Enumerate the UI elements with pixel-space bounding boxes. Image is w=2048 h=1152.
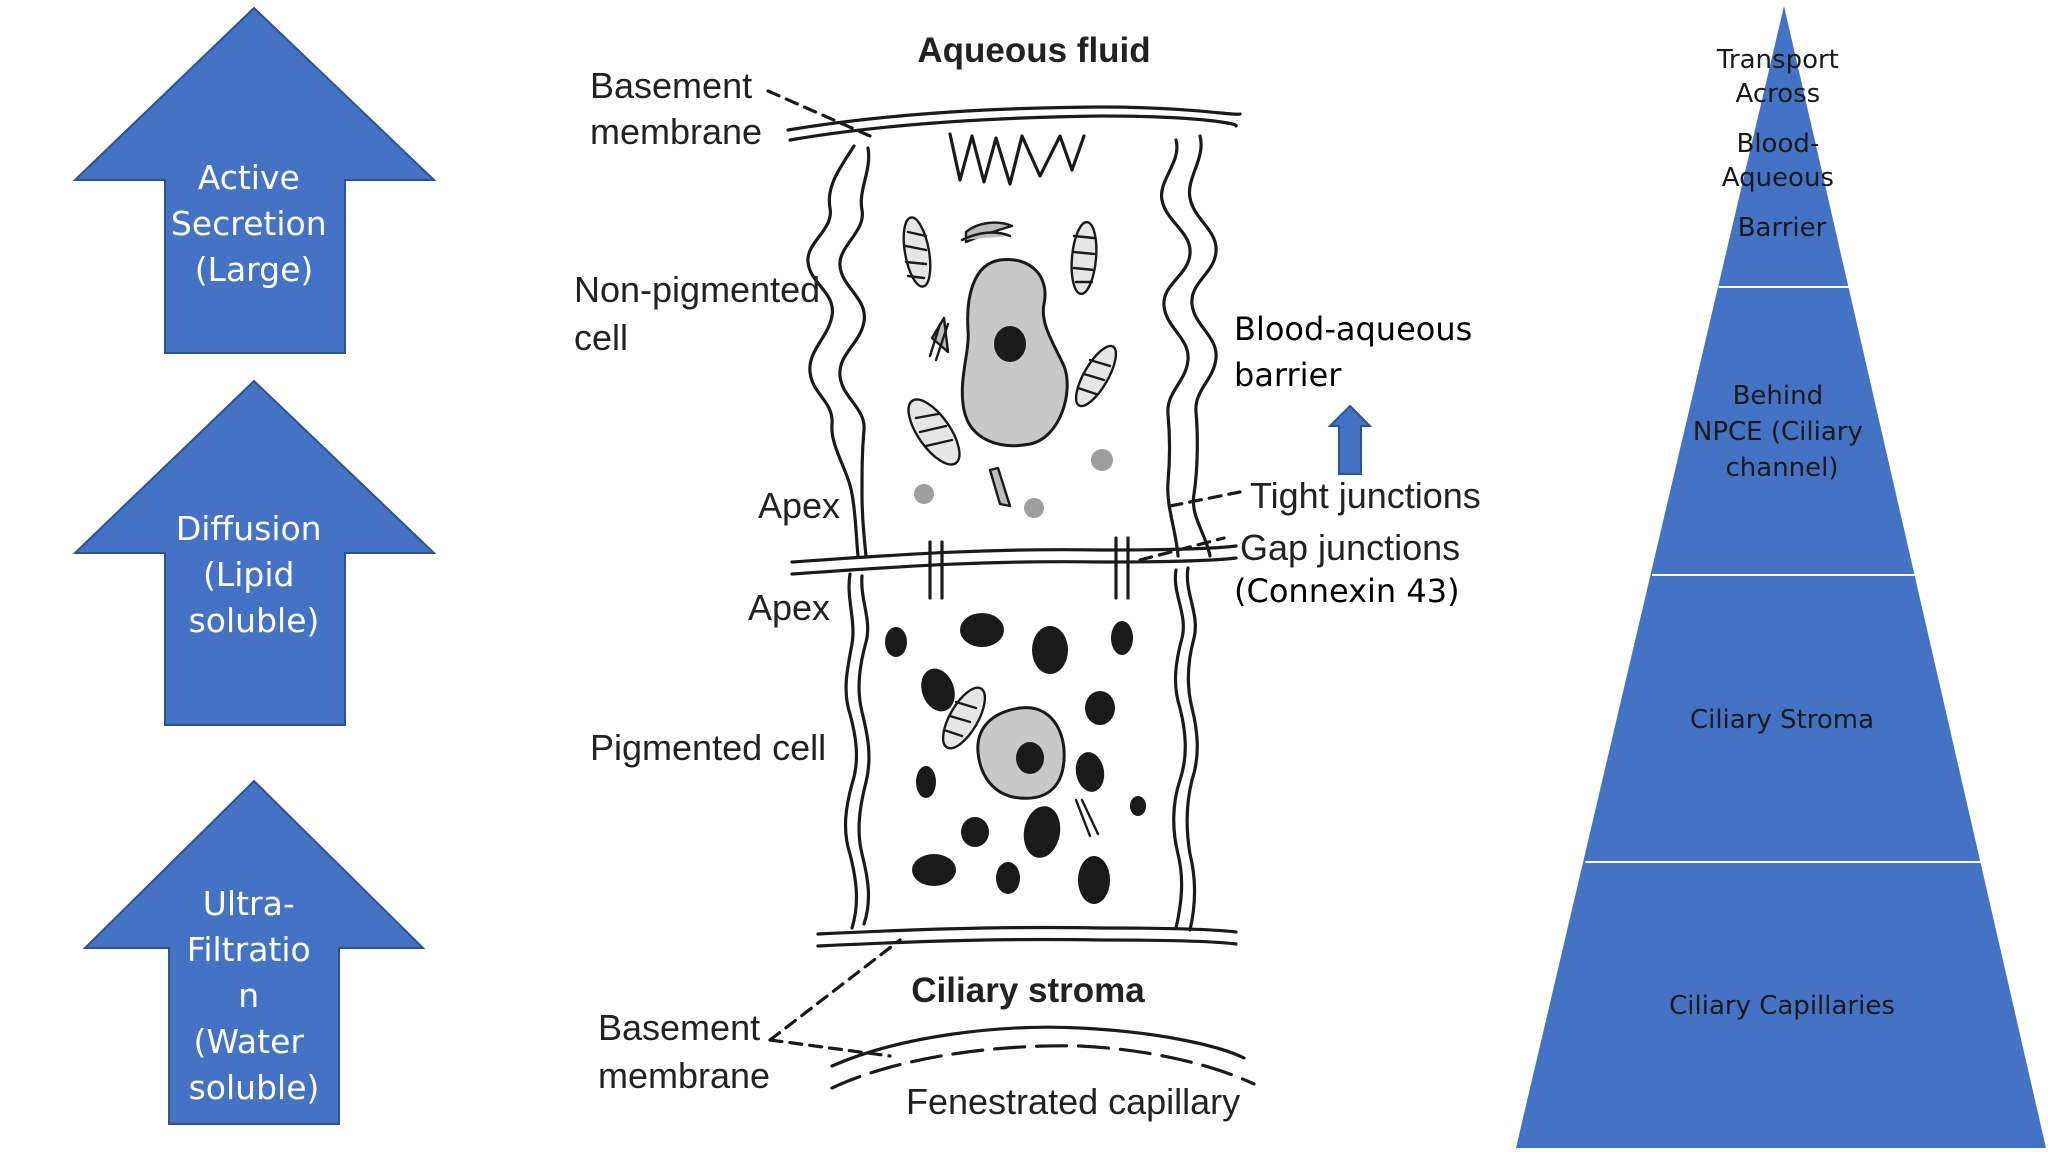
label-line: barrier — [1234, 356, 1342, 394]
ciliary-stroma-label: Ciliary stroma — [911, 971, 1145, 1010]
junction-markers — [928, 536, 1130, 600]
tight-junctions-label: Tight junctions — [1250, 475, 1481, 516]
label-line: membrane — [598, 1055, 770, 1096]
arrow-label-line: Diffusion — [176, 509, 322, 548]
tier-line: Aqueous — [1722, 163, 1834, 193]
non-pigmented-cell-outline — [806, 144, 860, 558]
arrow-up-icon — [72, 379, 437, 726]
arrow-label-line: soluble) — [189, 601, 320, 640]
arrow-label-line: Ultra- — [203, 884, 295, 923]
pigmented-cell-outline — [843, 572, 859, 930]
gap-junctions-label: Gap junctions — [1240, 527, 1460, 568]
bottom-basement-membrane — [816, 937, 1238, 948]
arrow-diffusion: Diffusion (Lipid soluble) — [72, 379, 437, 726]
aqueous-fluid-label: Aqueous fluid — [917, 31, 1150, 70]
arrow-label-line: Filtratio — [187, 930, 311, 969]
label-line: Blood-aqueous — [1234, 310, 1472, 348]
tier-line: channel) — [1725, 453, 1838, 483]
blood-aqueous-barrier-label: Blood-aqueous barrier — [1234, 310, 1482, 394]
basement-membrane-bottom-label: Basement membrane — [598, 1007, 770, 1096]
apex-lower-label: Apex — [748, 587, 830, 628]
arrow-label-line: Active — [198, 158, 300, 197]
leader-line — [766, 89, 872, 138]
capillary-wall-fenestrated — [830, 1044, 1256, 1090]
arrow-label-line: soluble) — [189, 1068, 320, 1107]
non-pigmented-cell-right — [1160, 138, 1192, 558]
arrow-up-icon — [82, 779, 426, 1125]
apex-upper-label: Apex — [758, 485, 840, 526]
transport-pyramid: Transport Across Blood- Aqueous Barrier … — [1516, 6, 2046, 1148]
pyramid-tier-1: Transport Across Blood- Aqueous Barrier — [1716, 45, 1847, 243]
ciliary-epithelium-diagram: Aqueous fluid Basement membrane Non-pigm… — [574, 31, 1481, 1122]
left-arrows: Active Secretion (Large) Diffusion (Lipi… — [72, 6, 437, 1125]
tier-line: Barrier — [1738, 213, 1827, 243]
melanin-granules — [885, 613, 1146, 904]
fenestrated-capillary-label: Fenestrated capillary — [906, 1081, 1240, 1122]
pyramid-dividers — [1585, 286, 1983, 863]
label-line: cell — [574, 317, 628, 358]
apex-boundary — [790, 544, 1238, 564]
pigmented-cell-right — [1185, 566, 1199, 932]
microvilli — [948, 132, 1086, 186]
tier-line: Across — [1735, 79, 1820, 109]
nucleus-upper — [960, 258, 1069, 448]
golgi — [928, 221, 1100, 838]
vesicles — [914, 449, 1113, 518]
pyramid-tier-4: Ciliary Capillaries — [1669, 991, 1895, 1021]
top-basement-membrane — [788, 114, 1238, 142]
label-line: membrane — [590, 111, 762, 152]
tier-line: Transport — [1716, 45, 1839, 75]
leader-line — [1168, 490, 1242, 508]
arrow-label: Diffusion (Lipid soluble) — [176, 509, 332, 640]
non-pigmented-cell-right — [1187, 134, 1218, 558]
arrow-up-icon — [1327, 404, 1373, 475]
non-pigmented-cell-label: Non-pigmented cell — [574, 269, 830, 358]
label-line: Basement — [590, 65, 752, 106]
arrow-label-line: n — [238, 976, 259, 1015]
bottom-basement-membrane — [816, 925, 1238, 936]
arrow-label-line: (Water — [194, 1022, 305, 1061]
pyramid-tier-2: Behind NPCE (Ciliary channel) — [1693, 381, 1871, 483]
leader-line — [768, 938, 902, 1042]
leader-line — [1138, 536, 1226, 562]
pyramid-tier-3: Ciliary Stroma — [1690, 705, 1874, 735]
arrow-label-line: (Large) — [195, 250, 314, 289]
nucleus-lower — [976, 706, 1066, 800]
basement-membrane-top-label: Basement membrane — [590, 65, 762, 152]
tier-line: Behind — [1733, 381, 1824, 411]
arrow-label-line: (Lipid — [203, 555, 295, 594]
annotation-overlay: (Connexin 43) Blood-aqueous barrier — [1234, 310, 1482, 610]
label-line: Basement — [598, 1007, 760, 1048]
arrow-label: Ultra- Filtratio n (Water soluble) — [187, 884, 321, 1107]
pigmented-cell-outline — [857, 574, 871, 926]
pigmented-cell-label: Pigmented cell — [590, 727, 826, 768]
non-pigmented-cell-outline — [838, 146, 871, 558]
arrow-label: Active Secretion (Large) — [171, 158, 337, 289]
capillary-wall — [830, 1025, 1246, 1068]
tier-line: NPCE (Ciliary — [1693, 417, 1863, 447]
tier-line: Blood- — [1736, 129, 1819, 159]
label-line: Non-pigmented — [574, 269, 820, 310]
arrow-active-secretion: Active Secretion (Large) — [72, 6, 437, 354]
arrow-ultra-filtration: Ultra- Filtratio n (Water soluble) — [82, 779, 426, 1125]
arrow-up-icon — [72, 6, 437, 354]
top-basement-membrane-inner — [786, 105, 1242, 132]
leader-line — [768, 1038, 892, 1058]
arrow-label-line: Secretion — [171, 204, 327, 243]
pigmented-cell-right — [1172, 568, 1187, 930]
apex-boundary — [790, 556, 1238, 576]
connexin-label: (Connexin 43) — [1234, 572, 1460, 610]
mitochondria — [902, 216, 1118, 750]
